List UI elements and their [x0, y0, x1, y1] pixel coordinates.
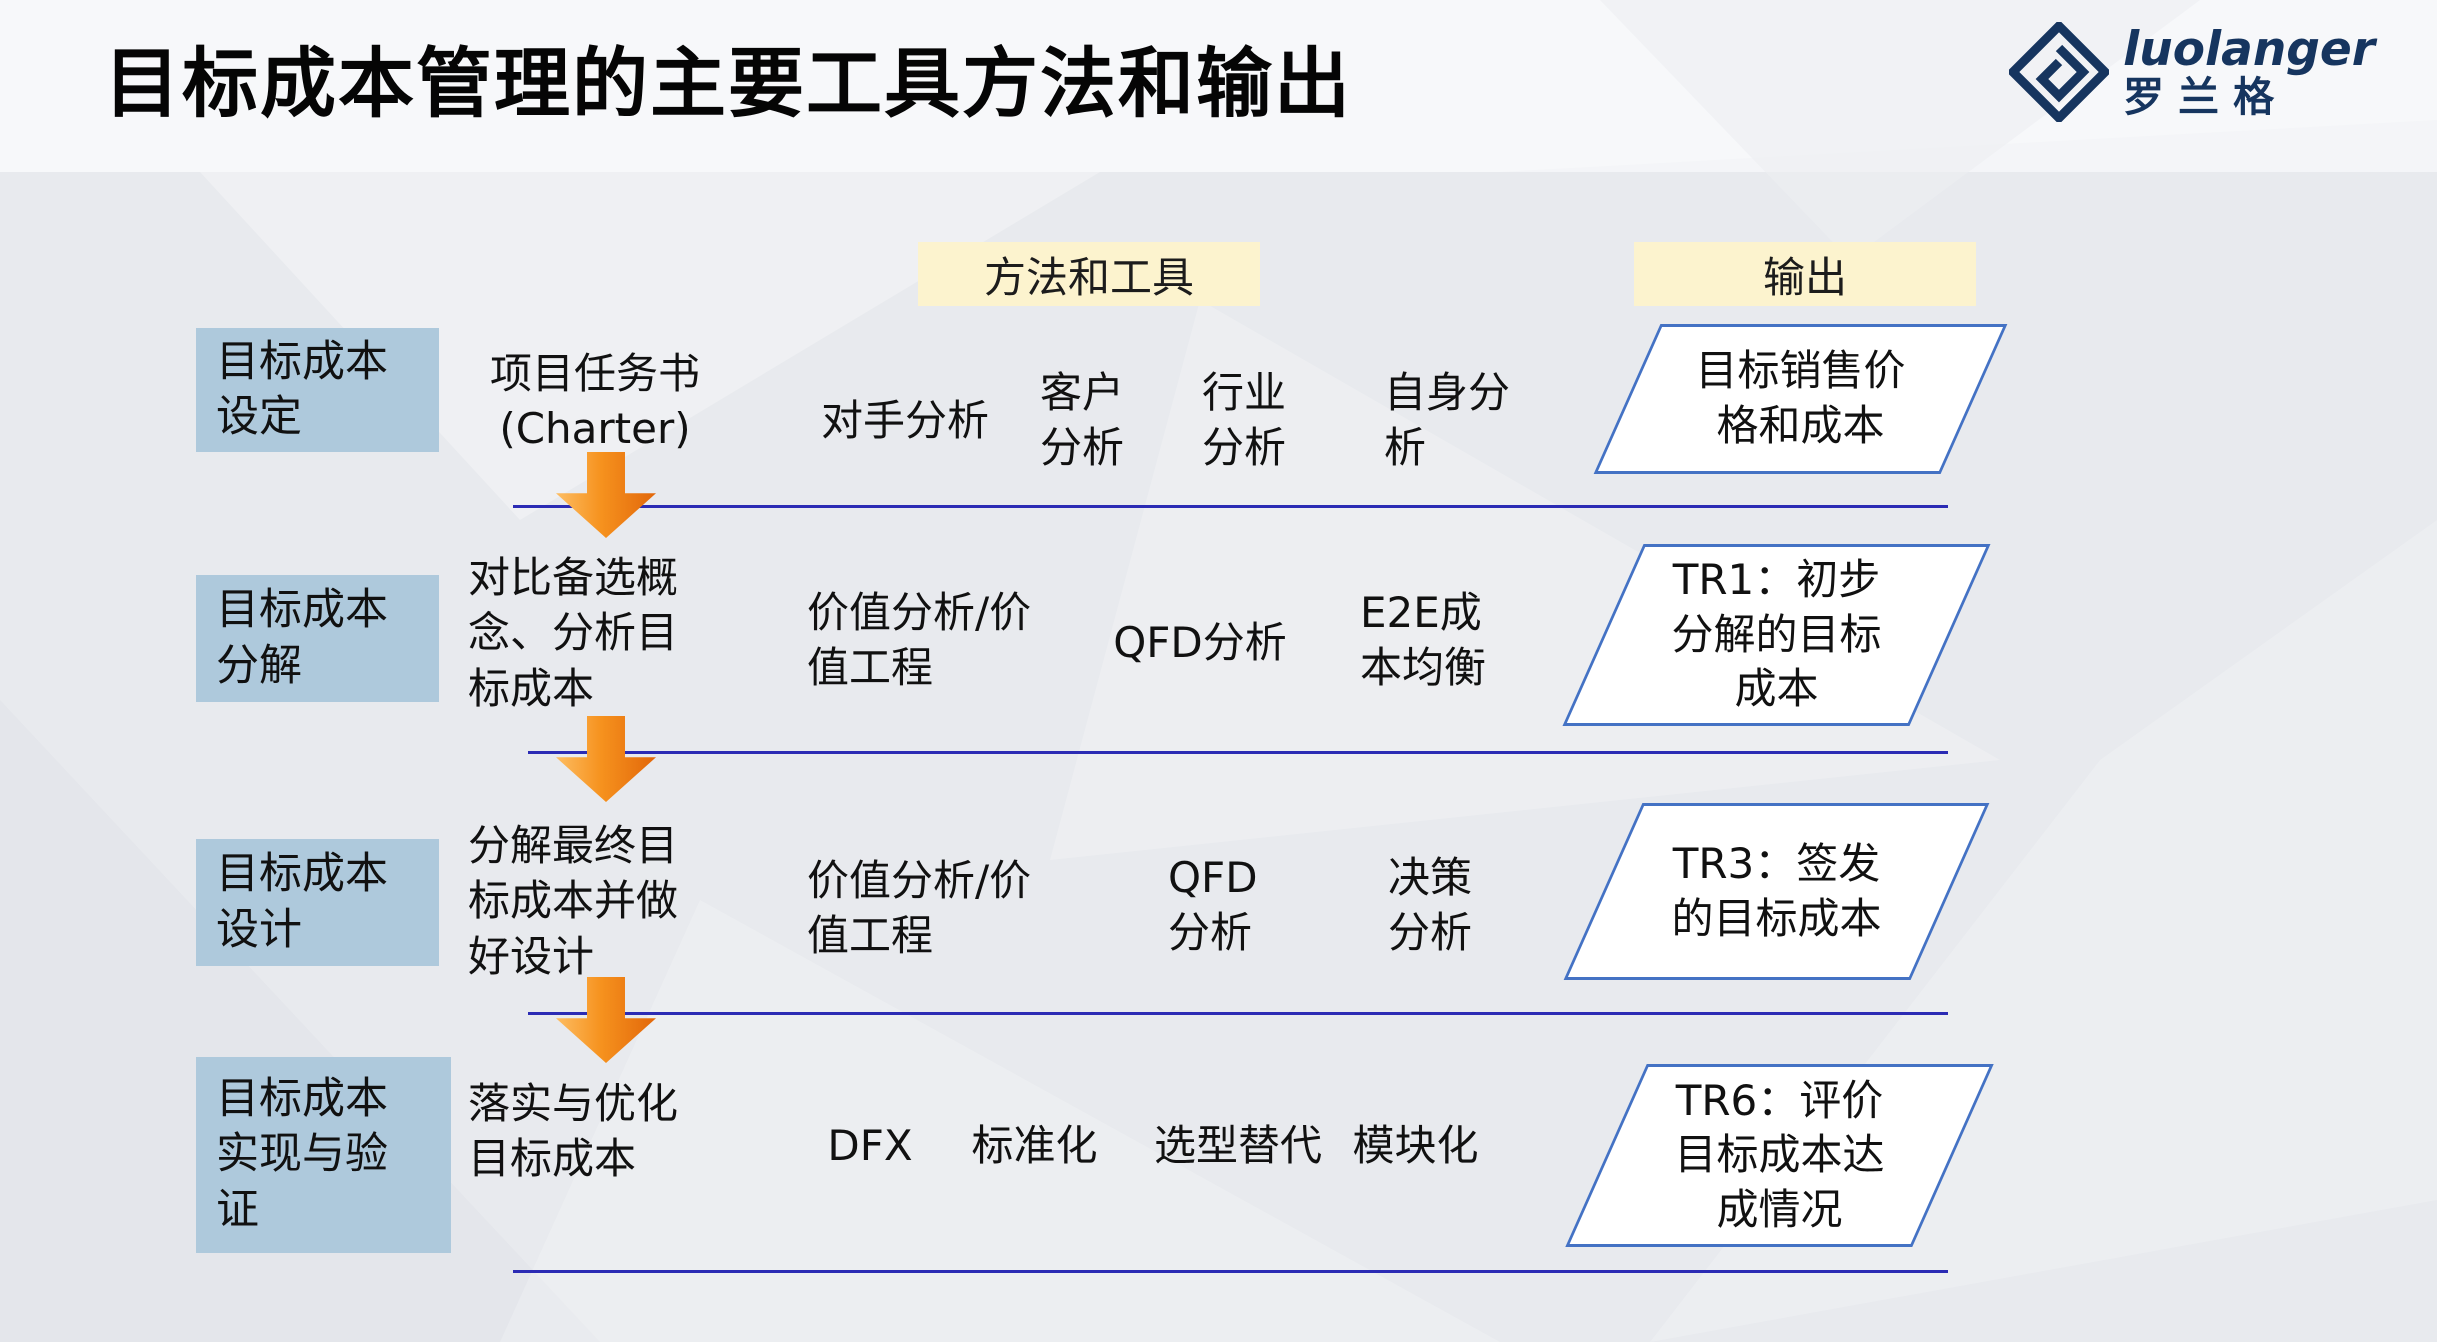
tool-row3-qfd-analysis: QFD 分析 — [1168, 853, 1258, 958]
output-shape-row2: TR1：初步 分解的目标 成本 — [1562, 544, 1991, 726]
tool-row1-customer-analysis: 客户 分析 — [1040, 368, 1125, 473]
tool-row1-self-analysis: 自身分 析 — [1384, 368, 1511, 473]
tool-row4-dfx: DFX — [827, 1121, 913, 1170]
tool-row4-standardization: 标准化 — [971, 1121, 1098, 1170]
output-shape-row3: TR3：签发 的目标成本 — [1563, 803, 1990, 980]
stage-box-target-cost-setting: 目标成本 设定 — [196, 328, 439, 452]
tool-row4-modularization: 模块化 — [1352, 1121, 1479, 1170]
activity-row1: 项目任务书 (Charter) — [489, 349, 700, 454]
activity-row2: 对比备选概 念、分析目 标成本 — [468, 553, 679, 713]
stage-box-target-cost-decomposition: 目标成本 分解 — [196, 575, 439, 702]
divider-line-2 — [528, 751, 1948, 754]
tool-row1-industry-analysis: 行业 分析 — [1202, 368, 1287, 473]
tool-row1-competitor-analysis: 对手分析 — [820, 396, 989, 445]
output-text-row3: TR3：签发 的目标成本 — [1671, 838, 1882, 943]
column-header-methods-tools: 方法和工具 — [918, 242, 1260, 306]
divider-line-4 — [513, 1270, 1948, 1273]
stage-box-target-cost-design: 目标成本 设计 — [196, 839, 439, 966]
output-text-row2: TR1：初步 分解的目标 成本 — [1671, 555, 1882, 714]
column-header-output: 输出 — [1634, 242, 1976, 306]
logo-brand-name: luolanger — [2123, 21, 2375, 77]
tool-row2-value-analysis: 价值分析/价 值工程 — [807, 588, 1032, 693]
tool-row4-selection-substitution: 选型替代 — [1153, 1121, 1322, 1170]
tool-row3-value-analysis: 价值分析/价 值工程 — [807, 856, 1032, 961]
output-text-row4: TR6：评价 目标成本达 成情况 — [1674, 1075, 1885, 1234]
slide-title: 目标成本管理的主要工具方法和输出 — [104, 39, 1352, 128]
output-shape-row1: 目标销售价 格和成本 — [1593, 324, 2008, 474]
tool-row2-qfd-analysis: QFD分析 — [1113, 618, 1287, 667]
tool-row3-decision-analysis: 决策 分析 — [1388, 853, 1473, 958]
logo-text: luolanger 罗兰格 — [2123, 21, 2375, 122]
logo-brand-name-cn: 罗兰格 — [2123, 73, 2289, 122]
tool-row2-e2e-cost-balance: E2E成 本均衡 — [1360, 588, 1487, 693]
activity-row4: 落实与优化 目标成本 — [468, 1079, 679, 1184]
logo-diamond-icon — [2009, 22, 2110, 122]
output-shape-row4: TR6：评价 目标成本达 成情况 — [1565, 1064, 1994, 1247]
divider-line-3 — [528, 1012, 1948, 1015]
logo: luolanger 罗兰格 — [2009, 22, 2375, 122]
output-text-row1: 目标销售价 格和成本 — [1695, 346, 1906, 450]
activity-row3: 分解最终目 标成本并做 好设计 — [468, 821, 679, 981]
stage-box-target-cost-realization-verification: 目标成本 实现与验 证 — [196, 1057, 451, 1253]
divider-line-1 — [513, 505, 1948, 508]
